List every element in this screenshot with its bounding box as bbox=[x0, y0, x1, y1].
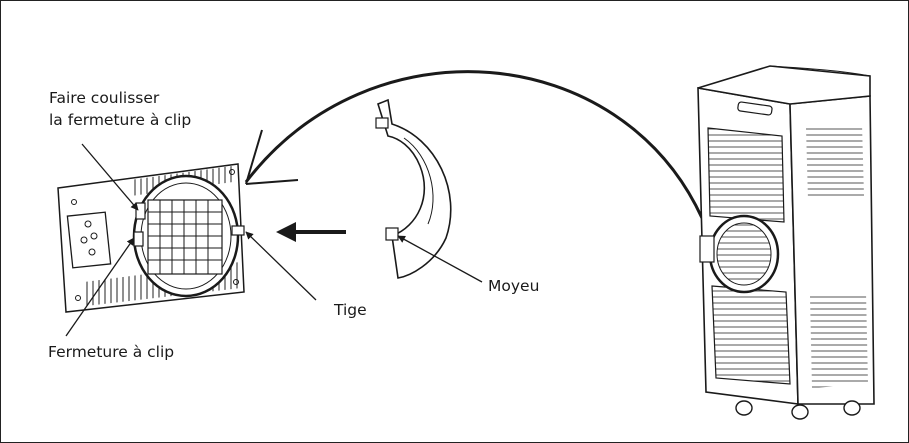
upper-clip bbox=[135, 202, 146, 220]
window-adapter-plate bbox=[57, 163, 245, 313]
motion-arc bbox=[244, 70, 704, 219]
plate-rod bbox=[231, 225, 245, 236]
label-slide-clip-line1: Faire coulisser bbox=[49, 89, 160, 107]
lower-clip bbox=[133, 231, 144, 247]
label-rod: Tige bbox=[334, 301, 367, 319]
leader-clip-closure bbox=[65, 237, 135, 337]
arc-arrowhead-lower bbox=[245, 179, 299, 185]
arc-arrowhead-upper bbox=[245, 129, 263, 185]
leader-slide-clip bbox=[81, 143, 139, 211]
plate-socket bbox=[66, 211, 112, 269]
plate-grille-ring bbox=[132, 174, 240, 298]
label-slide-clip-line2: la fermeture à clip bbox=[49, 111, 192, 129]
leader-rod bbox=[245, 231, 317, 301]
insert-arrow bbox=[276, 222, 346, 242]
label-clip-closure: Fermeture à clip bbox=[48, 343, 175, 361]
hub-bracket bbox=[375, 98, 452, 279]
leader-hub bbox=[397, 235, 483, 283]
air-conditioner-unit bbox=[697, 65, 875, 420]
label-hub: Moyeu bbox=[488, 277, 540, 295]
